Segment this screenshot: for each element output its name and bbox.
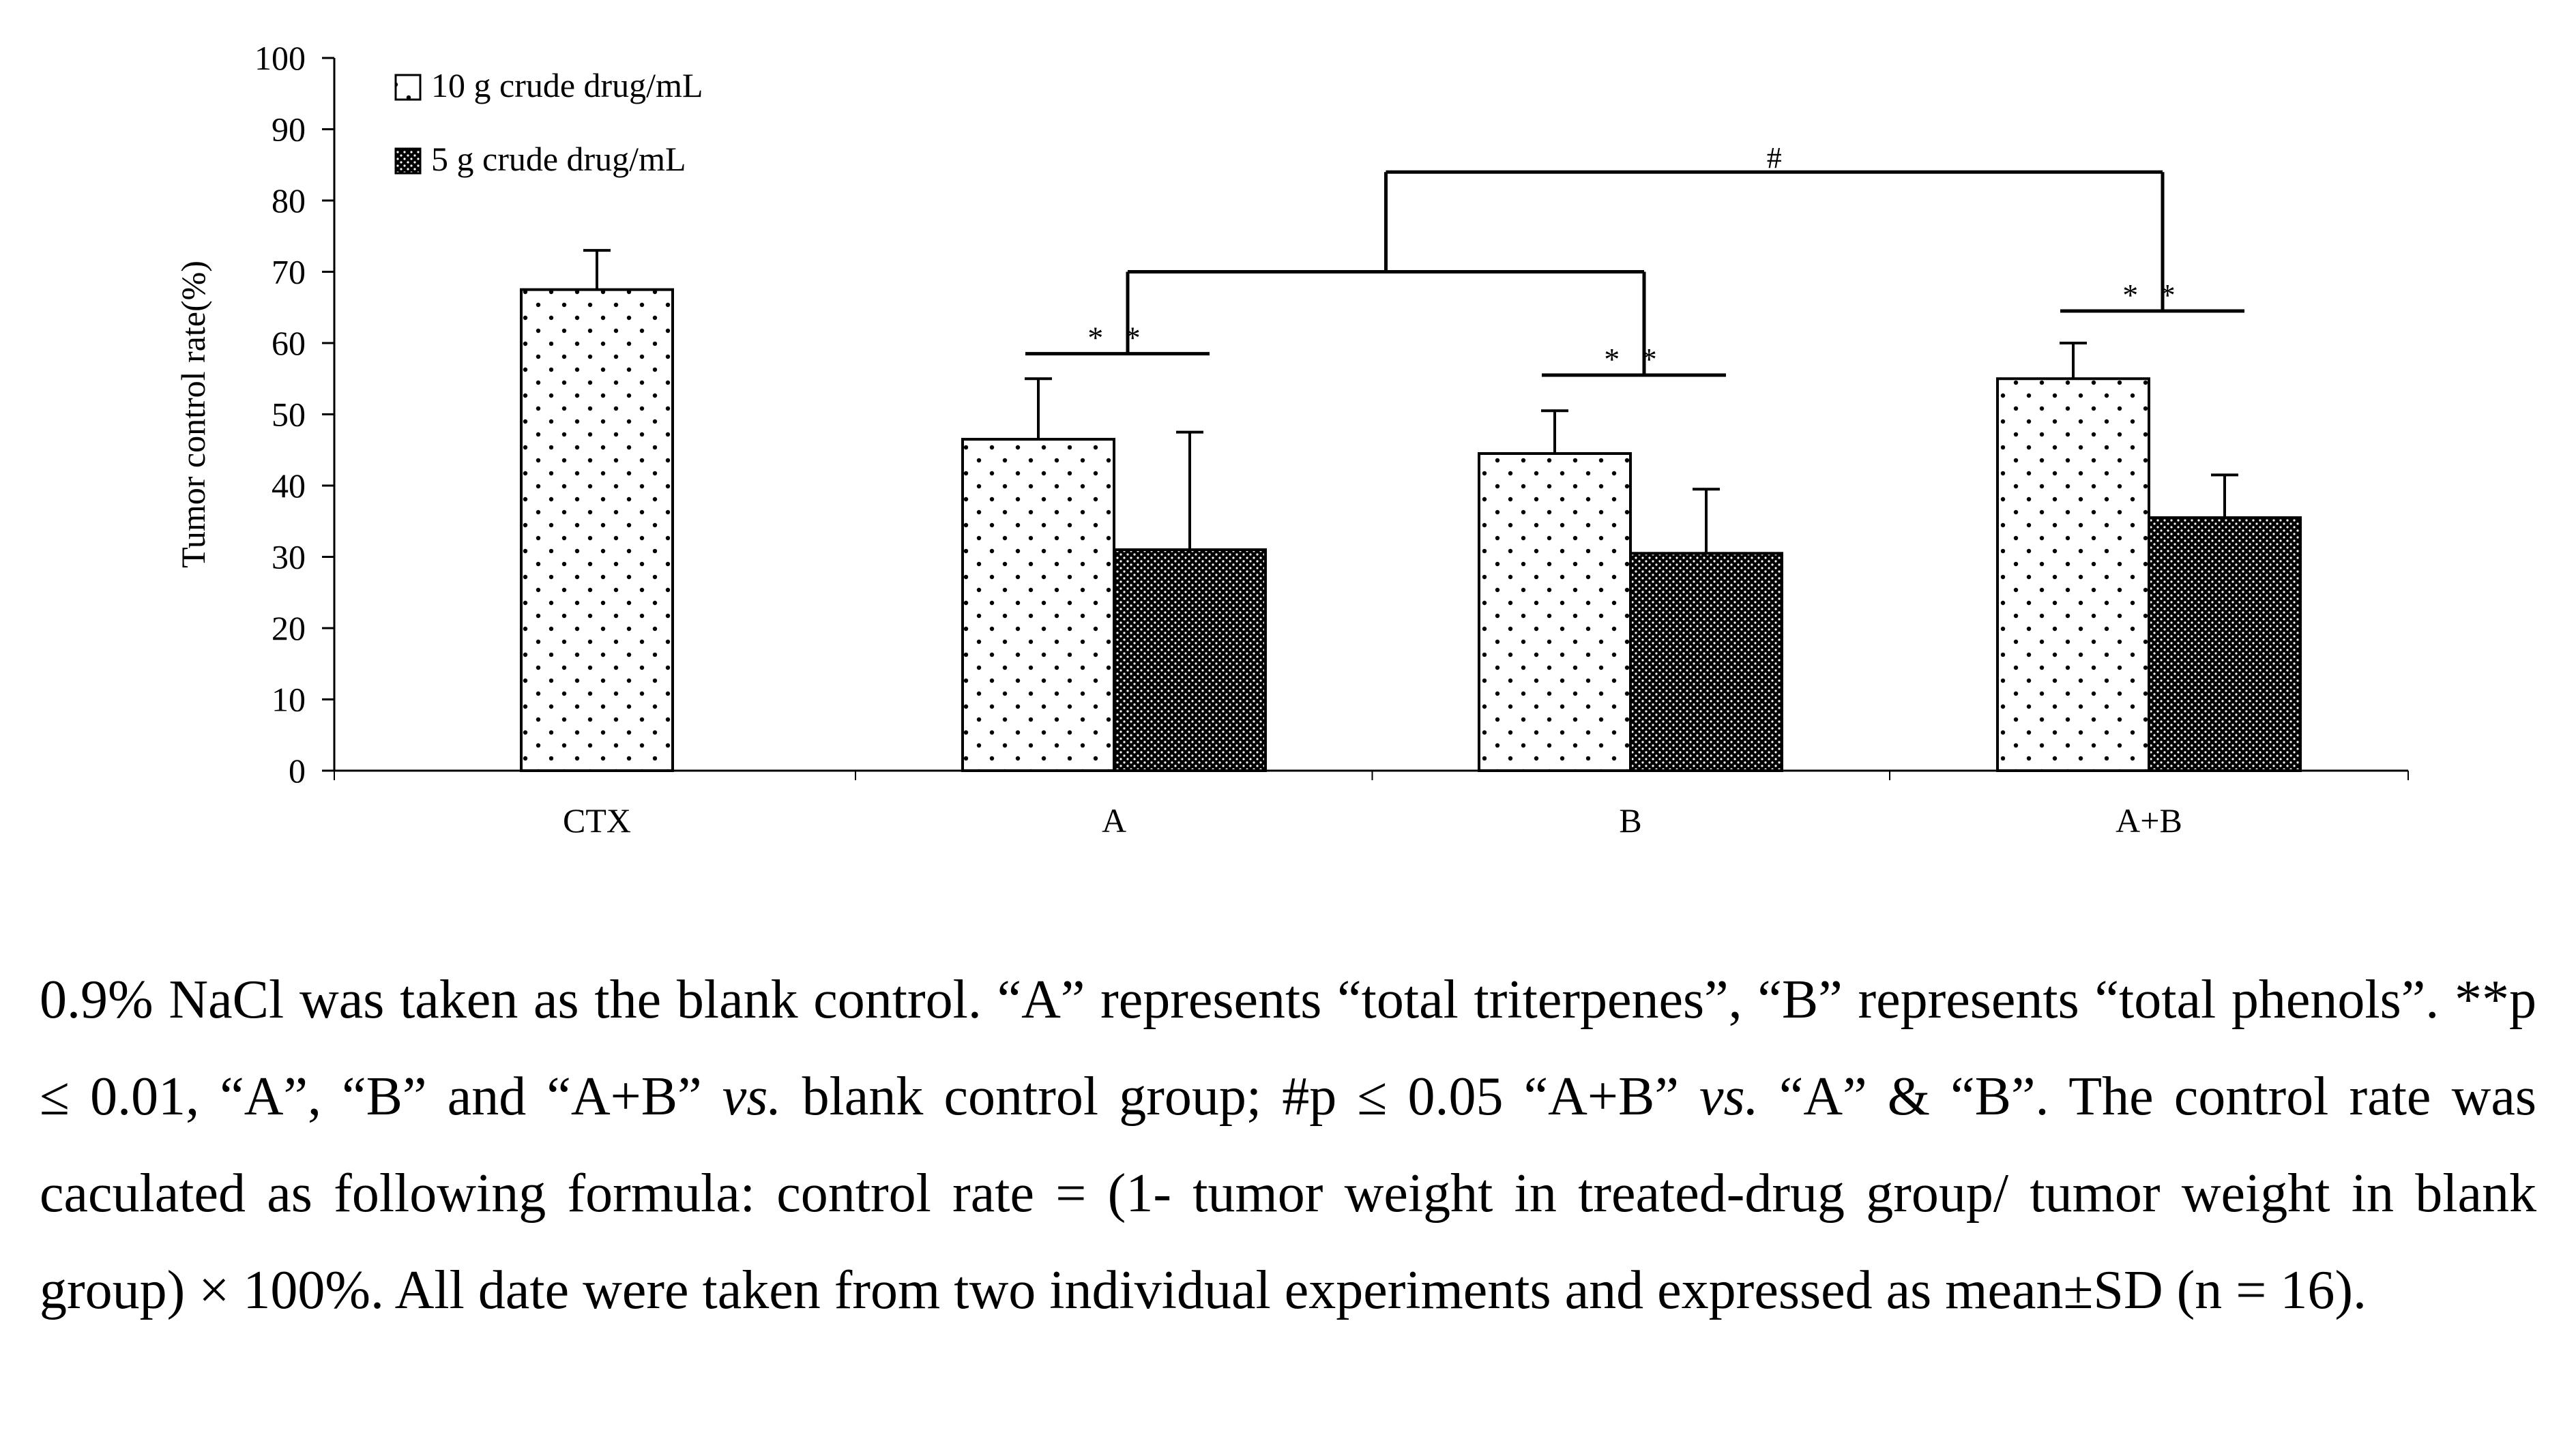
legend-swatch [394, 147, 422, 175]
y-tick-label: 80 [272, 181, 306, 220]
bar [1113, 548, 1267, 772]
caption-part-2: blank control group; #p ≤ 0.05 “A+B” [781, 1067, 1700, 1127]
caption-part-3: “A” & “B”. The control rate was caculate… [40, 1067, 2536, 1320]
y-tick-label: 40 [272, 466, 306, 505]
bar [520, 288, 674, 772]
caption-vs-2: vs. [1699, 1067, 1759, 1127]
x-tick-label: B [1619, 801, 1641, 840]
y-tick-label: 10 [272, 681, 306, 719]
significance-label: * * [1604, 342, 1664, 376]
bar [961, 438, 1115, 772]
significance-label: * * [1087, 321, 1147, 355]
y-tick-label: 70 [272, 253, 306, 291]
bar [1629, 552, 1783, 773]
legend-swatch [394, 74, 422, 101]
y-tick-label: 50 [272, 396, 306, 434]
bar [1478, 451, 1632, 772]
bar [2148, 516, 2302, 773]
y-tick-label: 60 [272, 324, 306, 362]
bar [1996, 377, 2150, 772]
x-tick-label: A [1102, 801, 1126, 840]
y-tick-label: 20 [272, 609, 306, 647]
x-tick-label: CTX [563, 801, 631, 840]
legend-label: 10 g crude drug/mL [431, 66, 703, 104]
y-tick-label: 30 [272, 538, 306, 576]
y-tick-label: 0 [289, 752, 306, 790]
y-axis-label: Tumor control rate(%) [174, 261, 212, 568]
caption-vs-1: vs. [722, 1067, 782, 1127]
hash-label: # [1767, 141, 1782, 175]
y-tick-label: 90 [272, 110, 306, 149]
y-tick-label: 100 [254, 39, 306, 77]
figure-caption: 0.9% NaCl was taken as the blank control… [40, 951, 2536, 1339]
caption-part-1: 0.9% NaCl was taken as the blank control… [40, 970, 2536, 1127]
significance-label: * * [2122, 278, 2182, 312]
x-tick-label: A+B [2116, 801, 2182, 840]
bars [520, 249, 2302, 773]
legend: 10 g crude drug/mL 5 g crude drug/mL [394, 66, 703, 178]
legend-label: 5 g crude drug/mL [431, 140, 686, 178]
significance-annotations: * * * * * * # [1025, 141, 2244, 377]
